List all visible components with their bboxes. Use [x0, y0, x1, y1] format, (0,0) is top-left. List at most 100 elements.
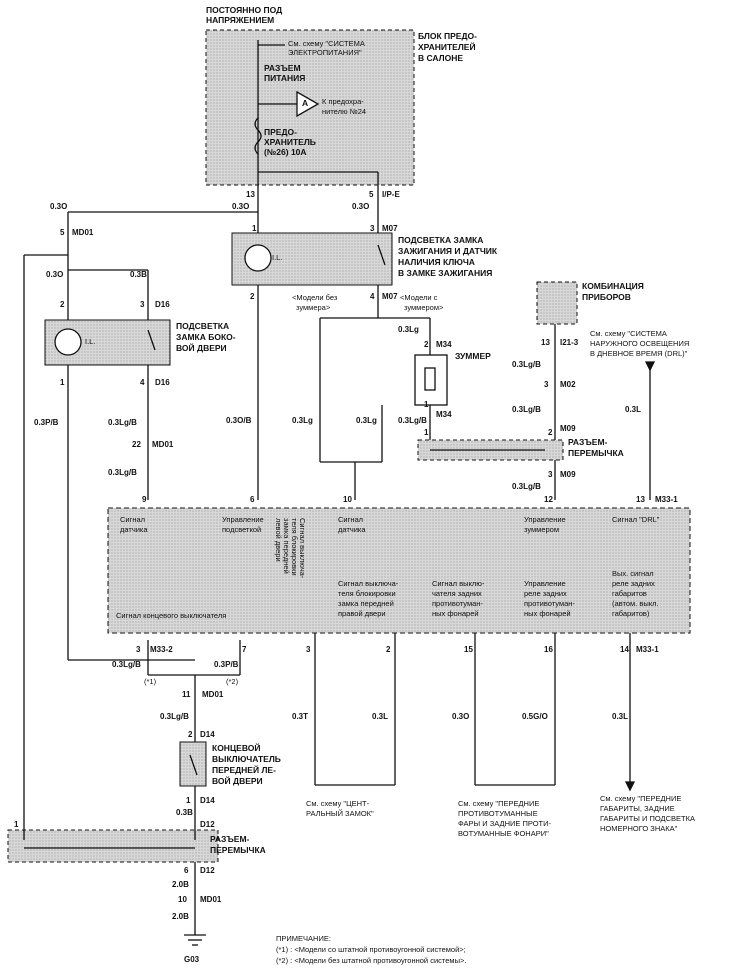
ref-a-arrow: [296, 90, 320, 118]
ref-pos-1: См. схему "ПЕРЕДНИЕ: [600, 794, 682, 803]
see-power-2: ЭЛЕКТРОПИТАНИЯ": [288, 48, 362, 57]
module-m4-1: Вых. сигнал: [612, 569, 654, 578]
wire-03o-e: 0.3O: [452, 712, 470, 721]
module-m3-3: противотуман-: [524, 599, 575, 608]
variant-mark-1: (*1): [144, 677, 157, 686]
d16-pin-1: 1: [60, 378, 65, 387]
ign-conn-b: M07: [382, 292, 398, 301]
ign-title-2: ЗАЖИГАНИЯ И ДАТЧИК: [398, 246, 498, 256]
pos-arrow: [624, 781, 636, 792]
power-conn-1: РАЗЪЕМ: [264, 63, 301, 73]
jumper-bottom-pin-1: 1: [14, 820, 19, 829]
jumper-top-pin-1: 1: [424, 428, 429, 437]
door-switch-contact: [189, 754, 198, 776]
module-top-4b: зуммером: [524, 525, 560, 534]
m02-pin: 3: [544, 380, 549, 389]
module-b-pin-15: 15: [464, 645, 473, 654]
buzzer-conn-b: M34: [436, 410, 452, 419]
module-m4-2: реле задних: [612, 579, 655, 588]
d14-conn-b: D14: [200, 796, 215, 805]
wire-03lgb-f: 0.3Lg/B: [512, 482, 541, 491]
cluster-pin-13: 13: [541, 338, 550, 347]
module-m2-1: Сигнал выклю-: [432, 579, 485, 588]
md01-pin-10: 10: [178, 895, 187, 904]
module-b-pin-16: 16: [544, 645, 553, 654]
d14-pin-2: 2: [188, 730, 193, 739]
buzzer-conn: M34: [436, 340, 452, 349]
fuse-block-title-3: В САЛОНЕ: [418, 53, 464, 63]
wire-03o-b: 0.3O: [232, 202, 250, 211]
module-b-pin-14: 14: [620, 645, 629, 654]
module-top-3b: датчика: [338, 525, 366, 534]
module-m4-4: (автом. выкл.: [612, 599, 659, 608]
wire-20b-a: 2.0B: [172, 880, 189, 889]
d16-pin-2: 2: [60, 300, 65, 309]
module-b-pin-7: 7: [242, 645, 247, 654]
module-m2-2: чателя задних: [432, 589, 482, 598]
ign-title-3: НАЛИЧИЯ КЛЮЧА: [398, 257, 475, 267]
buzzer-pin-2: 2: [424, 340, 429, 349]
no-buzzer-2: зуммера>: [296, 303, 331, 312]
module-end-switch: Сигнал концевого выключателя: [116, 611, 227, 620]
module-b-pin-2: 2: [386, 645, 391, 654]
wire-03ob: 0.3O/B: [226, 416, 252, 425]
note-title: ПРИМЕЧАНИЕ:: [276, 934, 331, 943]
fuse-label-2: ХРАНИТЕЛЬ: [264, 137, 316, 147]
d16-conn: D16: [155, 300, 170, 309]
with-buzzer-1: <Модели с: [400, 293, 438, 302]
jumper-bottom-block: [7, 829, 219, 863]
wire-03lgb-e: 0.3Lg/B: [512, 405, 541, 414]
md01-label-mid: MD01: [152, 440, 174, 449]
side-door-title-1: ПОДСВЕТКА: [176, 321, 230, 331]
d16-conn-b: D16: [155, 378, 170, 387]
ign-pin-1: 1: [252, 224, 257, 233]
const-power-label-2: НАПРЯЖЕНИЕМ: [206, 15, 275, 25]
d14-conn: D14: [200, 730, 215, 739]
ref-central-2: РАЛЬНЫЙ ЗАМОК": [306, 809, 374, 818]
cluster-conn: I21-3: [560, 338, 579, 347]
d14-pin-1: 1: [186, 796, 191, 805]
module-m1-2: теля блокировки: [338, 589, 396, 598]
wire-03l-c: 0.3L: [612, 712, 629, 721]
fuse-block-title-2: ХРАНИТЕЛЕЙ: [418, 42, 476, 52]
ref-a: A: [302, 98, 309, 108]
fuse-pin-13: 13: [246, 190, 255, 199]
jumper-top-conn: M09: [560, 424, 576, 433]
module-pin-9: 9: [142, 495, 147, 504]
buzzer-pin-1: 1: [424, 400, 429, 409]
wire-03lgb-d: 0.3Lg/B: [512, 360, 541, 369]
module-pin-10: 10: [343, 495, 352, 504]
ign-title-4: В ЗАМКЕ ЗАЖИГАНИЯ: [398, 268, 493, 278]
ref-pos-3: ГАБАРИТЫ И ПОДСВЕТКА: [600, 814, 696, 823]
ref-pos-2: ГАБАРИТЫ, ЗАДНИЕ: [600, 804, 675, 813]
ref-pos-4: НОМЕРНОГО ЗНАКА": [600, 824, 678, 833]
wire-03lgb-h: 0.3Lg/B: [160, 712, 189, 721]
jumper-top-title-1: РАЗЪЕМ-: [568, 437, 608, 447]
wire-03lgb-c: 0.3Lg/B: [398, 416, 427, 425]
ground-label: G03: [184, 955, 200, 964]
wire-03b: 0.3B: [130, 270, 147, 279]
module-pin-12: 12: [544, 495, 553, 504]
module-top-1b: датчика: [120, 525, 148, 534]
door-switch-title-4: ВОЙ ДВЕРИ: [212, 776, 263, 786]
wire-20b-b: 2.0B: [172, 912, 189, 921]
side-door-title-3: ВОЙ ДВЕРИ: [176, 343, 227, 353]
cluster-block: [536, 281, 578, 325]
jumper-top-pin-2: 2: [548, 428, 553, 437]
ref-fog-2: ПРОТИВОТУМАННЫЕ: [458, 809, 538, 818]
module-m4-3: габаритов: [612, 589, 647, 598]
module-pin-6: 6: [250, 495, 255, 504]
side-door-lamp: [54, 328, 82, 356]
ref-central-1: См. схему "ЦЕНТ-: [306, 799, 370, 808]
module-conn-m331: M33-1: [655, 495, 678, 504]
wire-03lgb-g: 0.3Lg/B: [112, 660, 141, 669]
module-top-2: Управление: [222, 515, 264, 524]
with-buzzer-2: зуммером>: [404, 303, 444, 312]
module-m1-3: замка передней: [338, 599, 394, 608]
module-m3-4: ных фонарей: [524, 609, 571, 618]
wire-03o-a: 0.3O: [50, 202, 68, 211]
module-m3-1: Управление: [524, 579, 566, 588]
buzzer-core: [424, 367, 436, 391]
